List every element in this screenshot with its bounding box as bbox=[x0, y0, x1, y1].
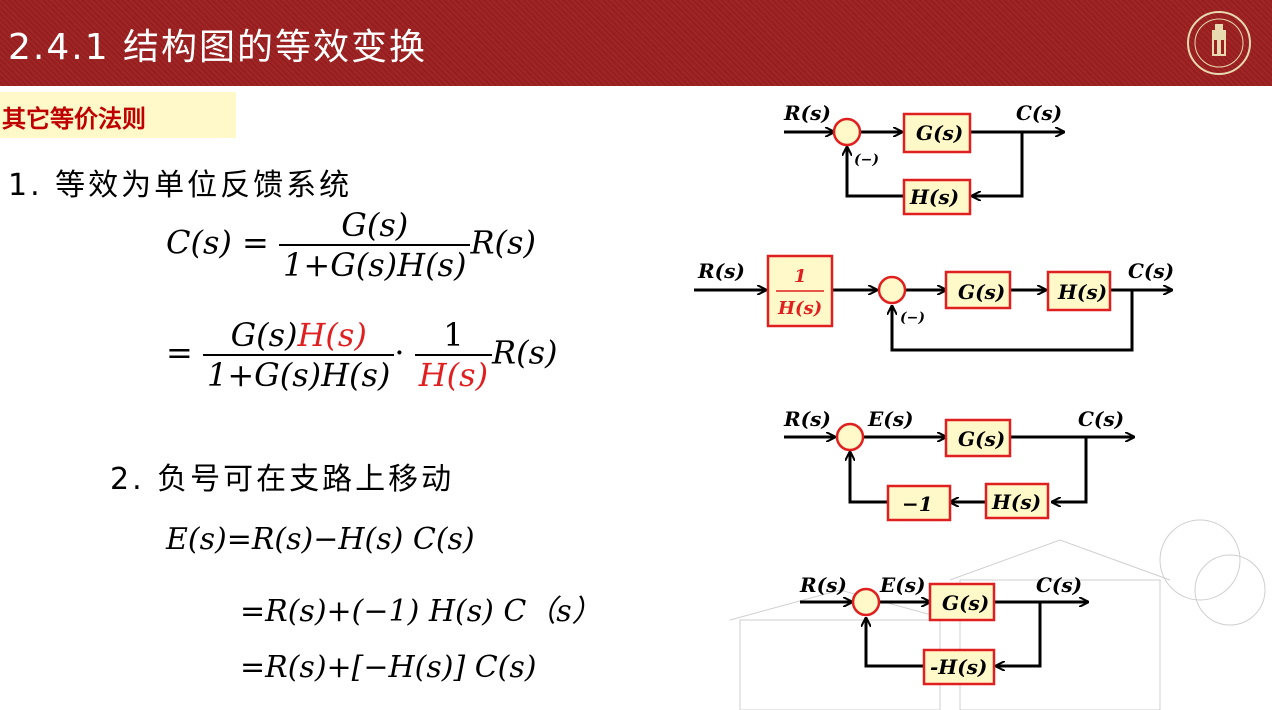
d1-sign-label: (−) bbox=[854, 152, 879, 168]
campus-building-illustration bbox=[729, 519, 1266, 710]
d3-block-h bbox=[984, 482, 1050, 520]
d4-output-label: C(s) bbox=[1036, 573, 1082, 597]
eq2-num-b: H(s) bbox=[297, 316, 367, 354]
d3-fb1-label: H(s) bbox=[991, 490, 1041, 514]
d4-block-g bbox=[928, 582, 996, 622]
eq2-rhs: R(s) bbox=[492, 333, 558, 372]
section1-heading: 1. 等效为单位反馈系统 bbox=[8, 168, 353, 203]
d4-feedback-label: -H(s) bbox=[930, 655, 987, 679]
d4-forward-label: G(s) bbox=[942, 591, 989, 615]
d2-sign-label: (−) bbox=[900, 310, 925, 326]
eq1-lhs: C(s) = bbox=[166, 223, 269, 262]
header-banner: 2.4.1 结构图的等效变换 bbox=[0, 0, 1272, 86]
d2-block-g bbox=[944, 270, 1012, 310]
d4-block-minush bbox=[922, 648, 996, 686]
summing-junction-2 bbox=[877, 275, 907, 305]
d4-input-label: R(s) bbox=[799, 573, 847, 597]
eq2-dot: · bbox=[394, 333, 405, 372]
subhead-box: 其它等价法则 bbox=[0, 92, 236, 138]
eq2-fraction-1: G(s)H(s) 1+G(s)H(s) bbox=[202, 316, 395, 394]
d3-block-g bbox=[944, 418, 1012, 458]
d2-pre-denominator: H(s) bbox=[777, 298, 822, 319]
d2-output-label: C(s) bbox=[1128, 259, 1174, 283]
d3-output-label: C(s) bbox=[1078, 407, 1124, 431]
d1-input-label: R(s) bbox=[783, 101, 831, 125]
page-title: 2.4.1 结构图的等效变换 bbox=[8, 27, 428, 68]
eq2-num-a: G(s) bbox=[230, 316, 298, 354]
eq1-fraction: G(s) 1+G(s)H(s) bbox=[279, 206, 471, 284]
d2-pre-numerator: 1 bbox=[794, 266, 807, 287]
eq2-fraction-2: 1 H(s) bbox=[414, 316, 493, 394]
university-seal-icon bbox=[1187, 11, 1251, 75]
d3-input-label: R(s) bbox=[783, 407, 831, 431]
equation-2: = G(s)H(s) 1+G(s)H(s) · 1 H(s) R(s) bbox=[166, 316, 558, 394]
d2-input-label: R(s) bbox=[697, 259, 745, 283]
eq2-den-1: 1+G(s)H(s) bbox=[202, 354, 395, 394]
eq2-den-2: H(s) bbox=[414, 354, 493, 394]
equation-1: C(s) = G(s) 1+G(s)H(s) R(s) bbox=[166, 206, 536, 284]
d3-forward-label: G(s) bbox=[958, 427, 1005, 451]
eq1-denominator: 1+G(s)H(s) bbox=[279, 244, 471, 284]
d2-block-h bbox=[1046, 270, 1112, 312]
d1-feedback-label: H(s) bbox=[909, 185, 959, 209]
eq1-numerator: G(s) bbox=[341, 206, 409, 244]
d2-forward2-label: H(s) bbox=[1057, 280, 1107, 304]
d3-error-label: E(s) bbox=[867, 407, 913, 431]
d4-error-label: E(s) bbox=[879, 573, 925, 597]
error-eq-line-1: E(s)=R(s)−H(s) C(s) bbox=[166, 522, 475, 557]
block-diagrams: R(s) C(s) G(s) H(s) (−) R(s) C(s) 1 H(s)… bbox=[694, 101, 1174, 686]
section2-heading: 2. 负号可在支路上移动 bbox=[110, 462, 455, 497]
d3-fb2-label: −1 bbox=[902, 492, 933, 516]
d1-forward-label: G(s) bbox=[916, 121, 963, 145]
summing-junction-3 bbox=[835, 422, 865, 452]
eq2-num-2: 1 bbox=[443, 316, 464, 354]
summing-junction-1 bbox=[832, 117, 862, 147]
error-eq-line-3: =R(s)+[−H(s)] C(s) bbox=[240, 650, 537, 685]
summing-junction-4 bbox=[851, 587, 881, 617]
error-eq-line-2: =R(s)+(−1) H(s) C（s） bbox=[240, 594, 602, 629]
eq2-lhs: = bbox=[166, 333, 193, 372]
d1-block-g bbox=[902, 112, 972, 154]
subhead-label: 其它等价法则 bbox=[2, 105, 146, 133]
d2-forward1-label: G(s) bbox=[958, 280, 1005, 304]
eq1-rhs: R(s) bbox=[470, 223, 536, 262]
d3-block-minus1 bbox=[886, 484, 952, 522]
d1-output-label: C(s) bbox=[1016, 101, 1062, 125]
d1-block-h bbox=[902, 178, 972, 216]
